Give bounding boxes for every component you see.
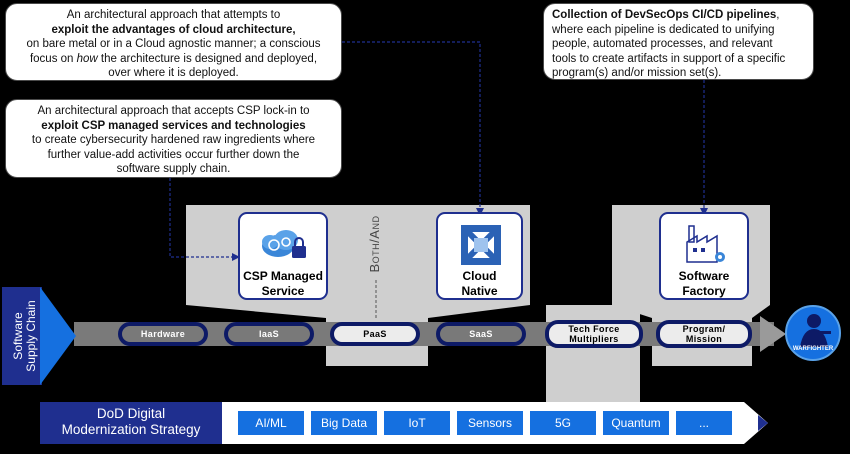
callout-devsecops: Collection of DevSecOps CI/CD pipelines,… [543,3,814,80]
chain-link-hardware: Hardware [118,322,208,346]
csp-card-label-1: CSP Managed [243,269,323,283]
cloud-native-label-1: Cloud [462,269,497,283]
strategy-item-ai-ml: AI/ML [238,411,304,435]
strategy-item-sensors: Sensors [457,411,523,435]
factory-icon [686,225,725,263]
card-software-factory: Software Factory [659,212,749,300]
cloud-native-logo-icon [461,225,501,265]
warfighter-label: WARFIGHTER [792,346,834,352]
supply-chain-box [2,287,42,385]
factory-label-1: Software [678,269,730,283]
callout-csp-managed: An architectural approach that accepts C… [5,99,342,178]
connector-agnostic [342,41,481,212]
cloud-native-label-2: Native [461,284,498,298]
callout-cloud-agnostic: An architectural approach that attempts … [5,3,342,81]
supply-chain-label: Software Supply Chain [11,300,38,372]
card-cloud-native: Cloud Native [436,212,523,300]
chain-link-program-mission: Program/Mission [656,320,752,348]
strategy-item-5g: 5G [530,411,596,435]
strategy-title: DoD Digital Modernization Strategy [61,406,201,437]
strategy-item-quantum: Quantum [603,411,669,435]
factory-label-2: Factory [682,284,726,298]
both-and-label: Both/And [367,215,382,273]
chain-link-paas: PaaS [330,322,420,346]
csp-card-label-2: Service [261,284,305,298]
card-csp-managed-service: CSP Managed Service [238,212,328,300]
strategy-item-more: ... [676,411,732,435]
supply-chain-arrow [40,287,76,385]
chain-link-saas: SaaS [436,322,526,346]
warfighter-badge: WARFIGHTER [785,305,841,361]
chain-link-iaas: IaaS [224,322,314,346]
cloud-lock-icon [262,230,306,258]
strategy-item-big-data: Big Data [311,411,377,435]
track-arrow-head [760,316,786,352]
warfighter-icon [800,314,831,347]
connector-csp [169,178,236,258]
strategy-item-iot: IoT [384,411,450,435]
